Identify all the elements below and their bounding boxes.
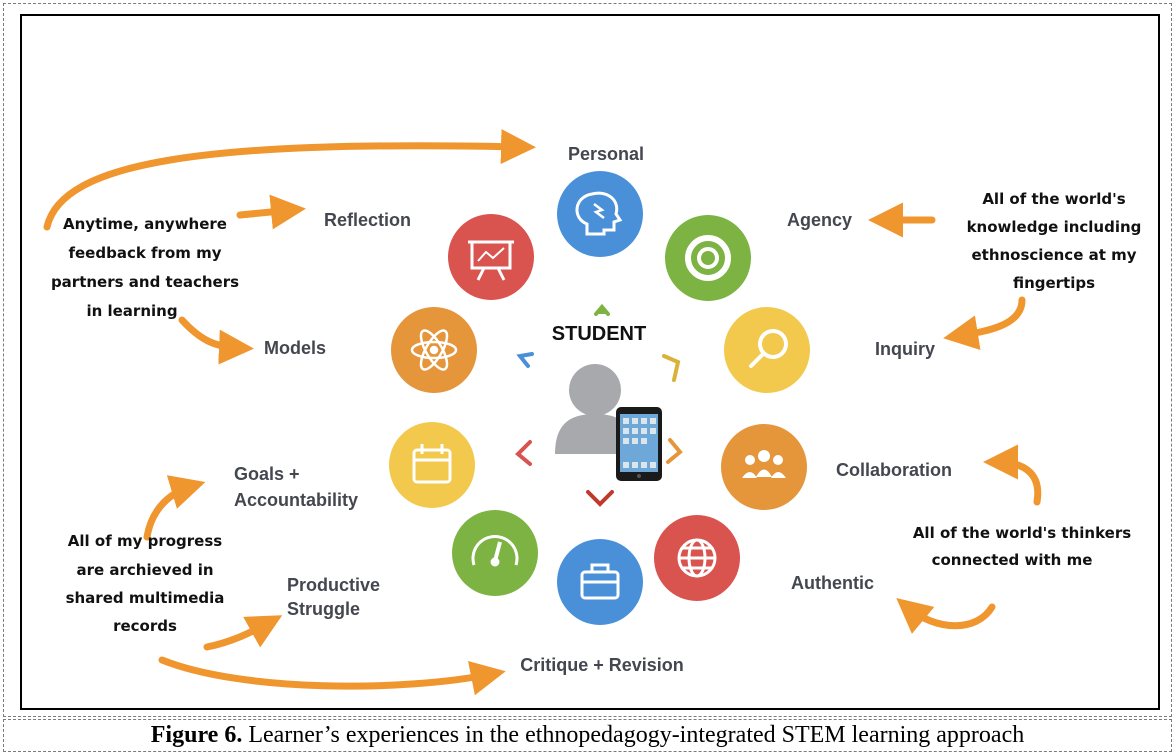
student-figure — [555, 364, 635, 454]
center-title: STUDENT — [552, 323, 646, 345]
atom-icon — [410, 329, 458, 371]
presentation-icon — [468, 240, 514, 281]
note-thinkers-line: All of the world's thinkers — [913, 524, 1131, 542]
gauge-icon — [471, 534, 519, 567]
circle-personal — [557, 171, 643, 257]
note-knowledge-line: All of the world's — [982, 190, 1125, 208]
note-progress-line: are archieved in — [76, 561, 213, 579]
note-feedback: Anytime, anywhere feedback from my partn… — [51, 215, 239, 320]
caption-text: Learner’s experiences in the ethnopedago… — [242, 722, 1025, 748]
label-authentic: Authentic — [791, 573, 874, 593]
tablet-icon — [616, 407, 662, 481]
label-productive-line1: Productive — [287, 575, 380, 595]
arrows — [43, 129, 1042, 696]
label-models: Models — [264, 338, 326, 358]
circle-inquiry — [724, 307, 810, 393]
arrow-to-goals — [143, 475, 206, 541]
note-feedback-line: in learning — [86, 302, 177, 320]
label-goals-line2: Accountability — [234, 490, 358, 510]
note-knowledge-line: knowledge including — [967, 218, 1142, 236]
diagram: STUDENT Personal Reflection Agency Model… — [20, 14, 1160, 710]
arrow-to-productive — [203, 615, 283, 651]
circle-productive-struggle — [452, 510, 538, 596]
note-knowledge-line: fingertips — [1013, 274, 1095, 292]
label-inquiry: Inquiry — [875, 339, 935, 359]
people-icon — [742, 450, 786, 478]
note-progress-line: All of my progress — [68, 532, 222, 550]
circle-critique — [557, 539, 643, 625]
label-productive-line2: Struggle — [287, 599, 360, 619]
circle-agency — [665, 215, 751, 301]
circle-reflection — [448, 214, 534, 300]
calendar-icon — [412, 444, 452, 484]
note-feedback-line: partners and teachers — [51, 273, 239, 291]
brain-icon — [575, 191, 623, 236]
circle-collaboration — [721, 424, 807, 510]
arrow-to-models — [178, 316, 254, 365]
arrow-to-collaboration — [983, 444, 1042, 506]
arrow-to-authentic — [896, 598, 996, 634]
note-progress-line: shared multimedia — [66, 589, 225, 607]
caption-label: Figure 6. — [150, 722, 243, 748]
label-goals-line1: Goals + — [234, 464, 300, 484]
note-progress: All of my progress are archieved in shar… — [66, 532, 225, 635]
label-personal: Personal — [568, 144, 644, 164]
arrow-to-reflection — [236, 194, 306, 230]
arrow-to-critique — [158, 656, 506, 696]
circle-authentic — [654, 515, 740, 601]
label-reflection: Reflection — [324, 210, 411, 230]
note-thinkers-line: connected with me — [932, 551, 1093, 569]
circle-models — [391, 307, 477, 393]
note-progress-line: records — [113, 617, 177, 635]
label-agency: Agency — [787, 210, 852, 230]
center-chevrons — [515, 303, 683, 507]
arrow-to-inquiry — [943, 296, 1026, 350]
circle-goals — [389, 422, 475, 508]
note-knowledge: All of the world's knowledge including e… — [967, 190, 1142, 292]
magnifier-icon — [749, 329, 788, 368]
arrow-to-personal — [43, 129, 536, 231]
note-feedback-line: feedback from my — [68, 244, 221, 262]
note-thinkers: All of the world's thinkers connected wi… — [913, 524, 1131, 569]
globe-icon — [677, 538, 717, 578]
briefcase-icon — [580, 563, 620, 600]
figure-caption: Figure 6. Learner’s experiences in the e… — [3, 719, 1172, 752]
figure-frame — [3, 3, 1172, 717]
label-critique: Critique + Revision — [520, 655, 684, 675]
label-collaboration: Collaboration — [836, 460, 952, 480]
note-feedback-line: Anytime, anywhere — [63, 215, 227, 233]
note-knowledge-line: ethnoscience at my — [971, 246, 1136, 264]
lifebuoy-icon — [685, 235, 731, 281]
